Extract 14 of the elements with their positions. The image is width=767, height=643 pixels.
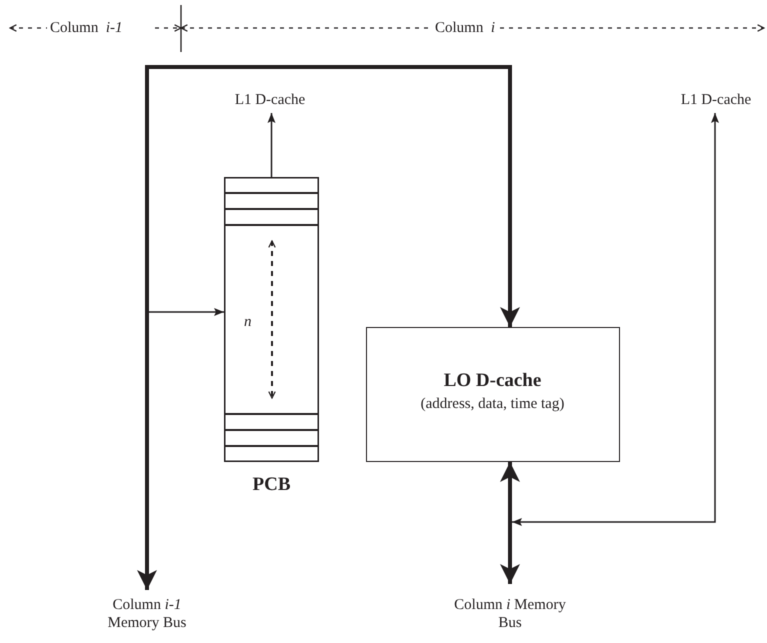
node-label: L1 D-cache — [680, 91, 752, 109]
arrow — [147, 308, 224, 316]
arrow — [512, 113, 719, 526]
node-label: Column i-1 Memory Bus — [106, 596, 188, 632]
box-subtitle: (address, data, time tag) — [420, 395, 566, 413]
box-title: LO D-cache — [442, 372, 542, 390]
cache-box — [366, 327, 620, 462]
node-label: Column i Memory Bus — [453, 596, 567, 632]
size-label: n — [244, 313, 252, 331]
block-title: PCB — [252, 476, 292, 494]
bus-arrow — [137, 65, 520, 590]
arrow — [268, 113, 276, 177]
bus-arrow — [500, 462, 520, 584]
node-label: L1 D-cache — [234, 91, 306, 109]
